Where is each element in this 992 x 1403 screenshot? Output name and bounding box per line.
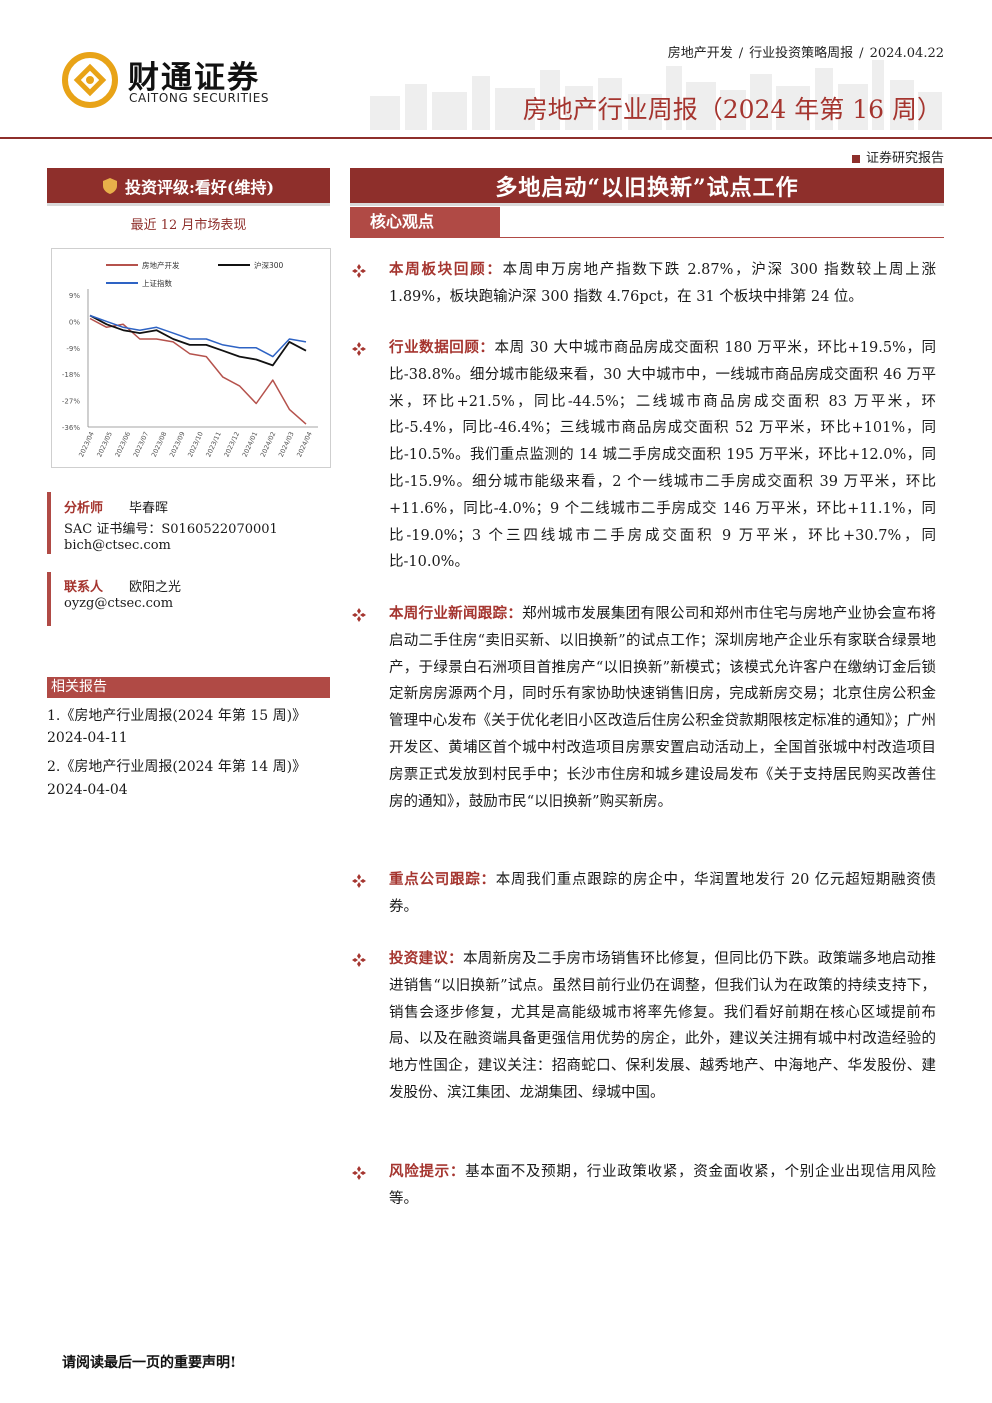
section-risk-warning-text: 基本面不及预期，行业政策收紧，资金面收紧，个别企业出现信用风险等。 [389, 1164, 937, 1207]
section-company-tracking-text: 本周我们重点跟踪的房企中，华润置地发行 20 亿元超短期融资债券。 [389, 872, 936, 915]
diamond-bullet-icon [352, 874, 366, 888]
contact-email[interactable]: oyzg@ctsec.com [64, 596, 174, 611]
breadcrumb-report-series: 行业投资策略周报 [749, 46, 854, 61]
series-line-1 [89, 317, 307, 425]
investment-rating-banner: 投资评级:看好(维持) [47, 168, 330, 206]
section-weekly-review-text: 本周申万房地产指数下跌 2.87%，沪深 300 指数较上周上涨 1.89%，板… [389, 262, 936, 305]
contact-label: 联系人 [64, 580, 104, 595]
report-headline: 多地启动“以旧换新”试点工作 [350, 168, 944, 206]
section-investment-advice-lead: 投资建议： [389, 950, 463, 967]
section-industry-data: 行业数据回顾：本周 30 大中城市商品房成交面积 180 万平米，环比+19.5… [389, 335, 936, 576]
diamond-bullet-icon [352, 342, 366, 356]
analyst-sac-number: SAC 证书编号：S0160522070001 [64, 522, 278, 537]
logo-chinese-name: 财通证券 [128, 60, 260, 96]
diamond-bullet-icon [352, 1166, 366, 1180]
legend-label-3: 上证指数 [142, 278, 172, 288]
analyst-accent-bar [47, 492, 51, 554]
x-tick-label: 2023/11 [204, 430, 223, 458]
report-type-label: 证券研究报告 [851, 147, 944, 166]
caitong-logo-icon [62, 52, 118, 108]
related-report-2-date: 2024-04-04 [47, 782, 128, 798]
investment-rating-text: 投资评级:看好(维持) [124, 177, 275, 197]
market-performance-caption: 最近 12 月市场表现 [130, 218, 247, 233]
diamond-bullet-icon [352, 264, 366, 278]
breadcrumb-sector: 房地产开发 [667, 46, 733, 61]
related-report-2-title[interactable]: 2.《房地产行业周报(2024 年第 14 周)》 [47, 759, 307, 775]
logo-english-name: CAITONG SECURITIES [129, 91, 270, 105]
related-reports-header: 相关报告 [47, 677, 330, 698]
x-tick-label: 2024/04 [295, 430, 314, 458]
section-weekly-review-lead: 本周板块回顾： [389, 261, 503, 278]
section-industry-news-text: 郑州城市发展集团有限公司和郑州市住宅与房地产业协会宣布将启动二手住房“卖旧买新、… [389, 606, 936, 810]
x-tick-label: 2023/10 [186, 430, 205, 458]
y-tick-label: -36% [62, 424, 80, 432]
contact-row: 联系人 欧阳之光 [64, 576, 181, 595]
breadcrumb: 房地产开发/行业投资策略周报/2024.04.22 [667, 46, 944, 61]
disclaimer-note: 请阅读最后一页的重要声明! [62, 1355, 237, 1371]
x-tick-label: 2023/06 [113, 430, 132, 458]
section-industry-data-text: 本周 30 大中城市商品房成交面积 180 万平米，环比+19.5%，同比-38… [389, 340, 937, 571]
x-tick-label: 2023/08 [150, 430, 169, 458]
section-industry-data-lead: 行业数据回顾： [389, 339, 495, 356]
diamond-bullet-icon [352, 608, 366, 622]
report-type-text: 证券研究报告 [865, 151, 944, 166]
section-risk-warning-lead: 风险提示： [389, 1163, 466, 1180]
y-tick-label: 0% [69, 318, 80, 326]
x-tick-label: 2024/03 [277, 430, 296, 458]
y-tick-label: -9% [66, 345, 80, 353]
y-tick-label: -18% [62, 371, 80, 379]
contact-accent-bar [47, 572, 51, 626]
series-line-2 [89, 314, 307, 367]
x-tick-label: 2023/12 [222, 430, 241, 458]
breadcrumb-date: 2024.04.22 [869, 46, 944, 61]
core-view-underline [350, 237, 944, 238]
core-view-tab: 核心观点 [350, 207, 500, 237]
analyst-name: 毕春晖 [129, 501, 169, 516]
section-risk-warning: 风险提示：基本面不及预期，行业政策收紧，资金面收紧，个别企业出现信用风险等。 [389, 1159, 936, 1213]
analyst-label: 分析师 [64, 501, 104, 516]
city-skyline-decoration [370, 60, 942, 130]
contact-name: 欧阳之光 [129, 580, 182, 595]
x-tick-label: 2024/01 [241, 430, 260, 458]
shield-icon [102, 177, 117, 194]
section-industry-news-lead: 本周行业新闻跟踪： [389, 605, 523, 622]
section-weekly-review: 本周板块回顾：本周申万房地产指数下跌 2.87%，沪深 300 指数较上周上涨 … [389, 257, 936, 311]
x-tick-label: 2023/05 [95, 430, 114, 458]
section-investment-advice-text: 本周新房及二手房市场销售环比修复，但同比仍下跌。政策端多地启动推进销售“以旧换新… [389, 951, 937, 1101]
header-divider [0, 137, 992, 139]
square-bullet-icon [851, 154, 860, 163]
y-tick-label: 9% [69, 292, 80, 300]
series-line-3 [89, 314, 307, 358]
analyst-row: 分析师 毕春晖 [64, 497, 168, 516]
diamond-bullet-icon [352, 953, 366, 967]
x-tick-label: 2023/09 [168, 430, 187, 458]
related-report-1-title[interactable]: 1.《房地产行业周报(2024 年第 15 周)》 [47, 708, 307, 724]
x-tick-label: 2023/07 [132, 430, 151, 458]
section-company-tracking: 重点公司跟踪：本周我们重点跟踪的房企中，华润置地发行 20 亿元超短期融资债券。 [389, 867, 936, 921]
analyst-email[interactable]: bich@ctsec.com [64, 538, 171, 553]
legend-label-2: 沪深300 [254, 260, 284, 270]
report-title: 房地产行业周报（2024 年第 16 周） [522, 95, 942, 124]
y-tick-label: -27% [62, 398, 80, 406]
x-tick-label: 2024/02 [259, 430, 278, 458]
legend-label-1: 房地产开发 [142, 260, 180, 270]
x-tick-label: 2023/04 [77, 430, 96, 458]
section-investment-advice: 投资建议：本周新房及二手房市场销售环比修复，但同比仍下跌。政策端多地启动推进销售… [389, 946, 936, 1107]
section-company-tracking-lead: 重点公司跟踪： [389, 871, 496, 888]
related-report-1-date: 2024-04-11 [47, 730, 128, 746]
section-industry-news: 本周行业新闻跟踪：郑州城市发展集团有限公司和郑州市住宅与房地产业协会宣布将启动二… [389, 601, 936, 815]
